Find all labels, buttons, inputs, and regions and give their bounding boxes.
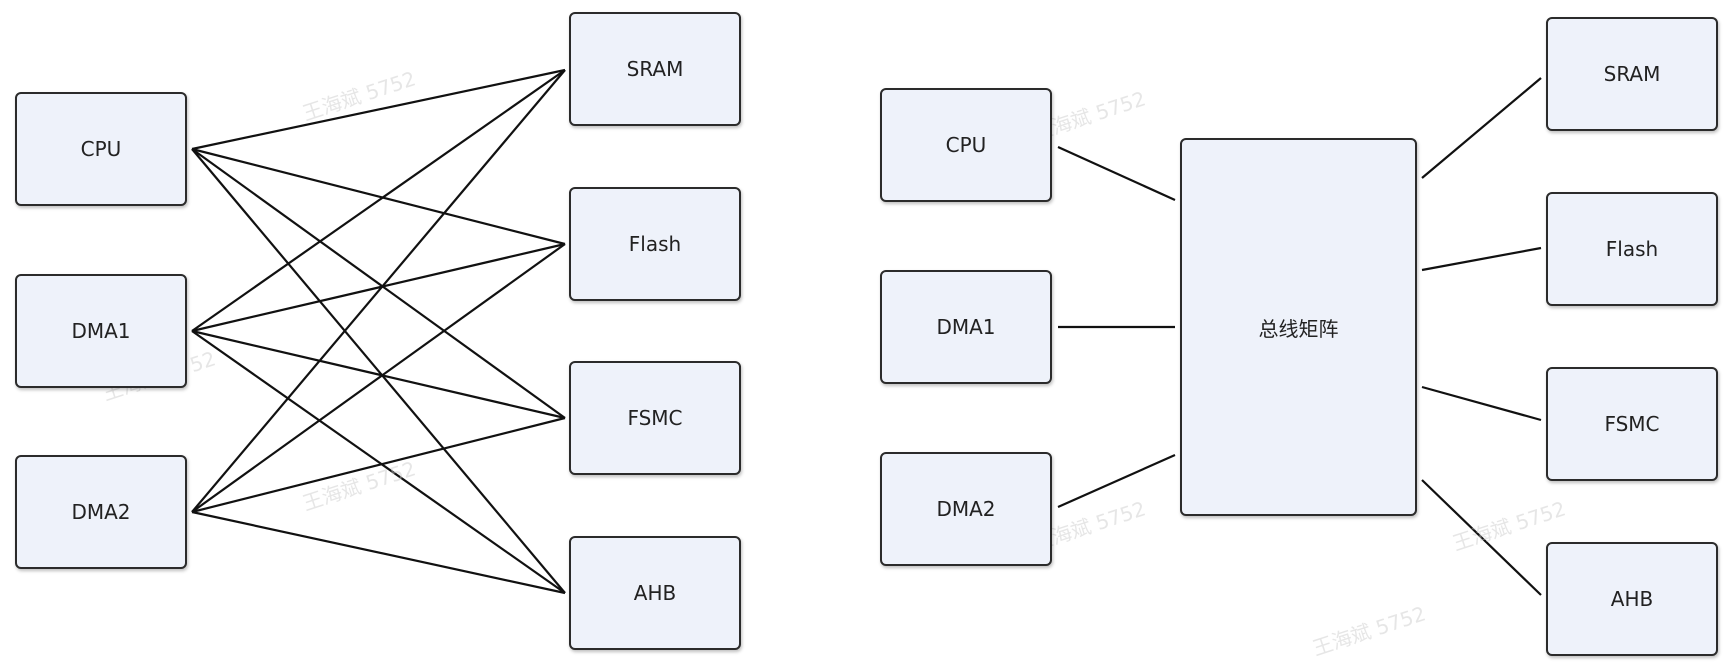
right-master-dma1: DMA1: [880, 270, 1052, 384]
node-label: SRAM: [1603, 62, 1661, 86]
wire-cpu-to-bus: [1057, 145, 1176, 202]
wire-bus-to-flash: [1421, 246, 1542, 272]
node-label: FSMC: [1604, 412, 1660, 436]
right-master-cpu: CPU: [880, 88, 1052, 202]
bus-matrix: 总线矩阵: [1180, 138, 1417, 516]
wire-dma2-to-flash: [191, 243, 566, 513]
node-label: Flash: [628, 232, 682, 256]
left-slave-flash: Flash: [569, 187, 741, 301]
wire-bus-to-sram: [1421, 77, 1542, 179]
wire-dma1-to-fsmc: [191, 329, 566, 420]
wire-dma2-to-fsmc: [191, 416, 566, 514]
node-label: DMA2: [936, 497, 996, 521]
left-slave-sram: SRAM: [569, 12, 741, 126]
wire-cpu-to-fsmc: [191, 148, 566, 419]
node-label: AHB: [1610, 587, 1654, 611]
right-slave-sram: SRAM: [1546, 17, 1718, 131]
wire-bus-to-ahb: [1421, 479, 1542, 596]
left-master-dma1: DMA1: [15, 274, 187, 388]
right-slave-flash: Flash: [1546, 192, 1718, 306]
node-label: FSMC: [627, 406, 683, 430]
node-label: AHB: [633, 581, 677, 605]
left-slave-fsmc: FSMC: [569, 361, 741, 475]
wire-bus-to-fsmc: [1421, 385, 1542, 422]
node-label: DMA2: [71, 500, 131, 524]
right-master-dma2: DMA2: [880, 452, 1052, 566]
right-slave-ahb: AHB: [1546, 542, 1718, 656]
node-label: DMA1: [71, 319, 131, 343]
left-master-cpu: CPU: [15, 92, 187, 206]
wire-dma1-to-sram: [191, 69, 566, 332]
wire-dma2-to-sram: [191, 69, 566, 513]
wire-dma1-to-flash: [191, 242, 566, 333]
wire-dma2-to-bus: [1057, 453, 1176, 509]
node-label: DMA1: [936, 315, 996, 339]
wire-dma1-to-ahb: [191, 330, 566, 594]
node-label: CPU: [80, 137, 122, 161]
node-label: SRAM: [626, 57, 684, 81]
wire-dma2-to-ahb: [191, 510, 566, 595]
wire-cpu-to-sram: [191, 68, 566, 151]
bus-matrix-label: 总线矩阵: [1258, 316, 1339, 341]
left-master-dma2: DMA2: [15, 455, 187, 569]
right-slave-fsmc: FSMC: [1546, 367, 1718, 481]
wire-cpu-to-ahb: [191, 148, 566, 594]
node-label: Flash: [1605, 237, 1659, 261]
wire-cpu-to-flash: [191, 147, 566, 246]
node-label: CPU: [945, 133, 987, 157]
left-slave-ahb: AHB: [569, 536, 741, 650]
